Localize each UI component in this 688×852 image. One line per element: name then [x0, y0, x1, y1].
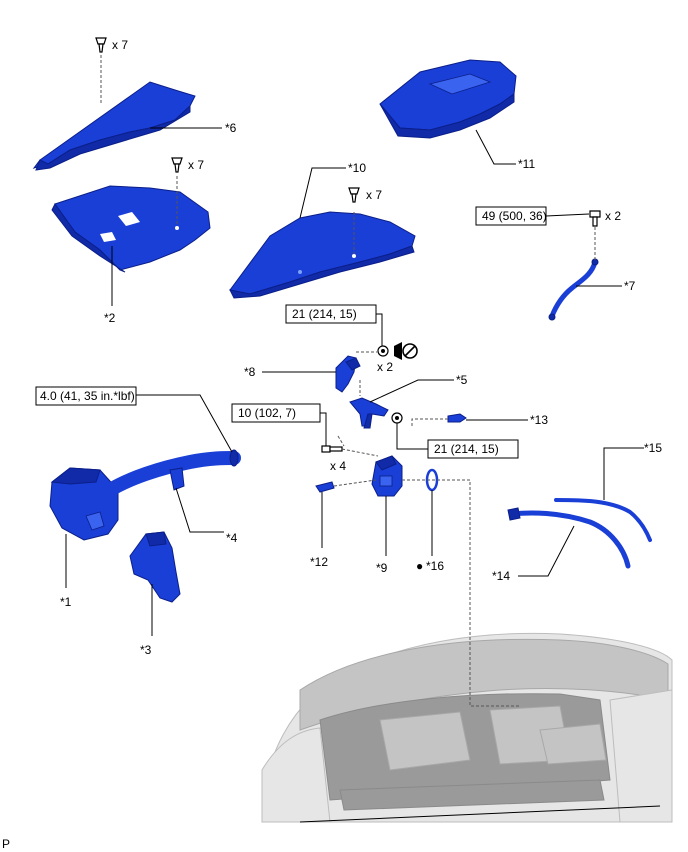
part-8-bracket: [335, 355, 361, 393]
part-3-label: *3: [140, 643, 152, 657]
part-2-under-cover: [51, 185, 211, 273]
nut-torque-leader: [396, 423, 428, 450]
nut-torque-box: [427, 439, 519, 459]
part-13-clip: [447, 413, 467, 423]
part-13-fastener-path: [411, 418, 448, 428]
nut-icon: [377, 345, 389, 357]
part-8-quantity: x 2: [377, 360, 393, 374]
bolt-quantity: x 4: [330, 459, 346, 473]
part-10-cover: [229, 211, 416, 299]
bolt-fastener-path: [341, 448, 379, 457]
part-12-label: *12: [310, 555, 328, 569]
part-14-leader: [518, 525, 575, 577]
bolt-torque: 10 (102, 7): [238, 406, 296, 420]
clip-icon: [171, 157, 183, 173]
vehicle-engine-compartment: [261, 632, 673, 823]
intake-torque-leader: [136, 394, 233, 453]
part-16-label: *16: [426, 559, 444, 573]
part-15-hose: [554, 498, 652, 542]
part-7-torque: 49 (500, 36): [482, 209, 547, 223]
assembly-path-to-vehicle: [402, 479, 520, 707]
part-9-label: *9: [376, 561, 388, 575]
part-14-label: *14: [492, 569, 510, 583]
clip-icon: [95, 37, 107, 53]
part-10-quantity: x 7: [366, 188, 382, 202]
part-11-engine-cover: [379, 59, 517, 139]
part-12-clip: [315, 481, 335, 493]
anti-rotation-symbol-icon: [394, 342, 418, 360]
part-6-quantity: x 7: [112, 38, 128, 52]
part-2-quantity: x 7: [188, 158, 204, 172]
part-15-leader: [603, 447, 644, 500]
assembly-path-bolt: [337, 435, 345, 447]
part-8-torque-leader: [376, 313, 383, 346]
nut-torque: 21 (214, 15): [434, 442, 499, 456]
part-5-leader: [369, 379, 454, 403]
part-7-quantity: x 2: [605, 209, 621, 223]
part-2-label: *2: [104, 311, 116, 325]
bolt-torque-leader: [320, 412, 327, 446]
clip-icon: [348, 187, 360, 203]
non-reusable-mark: ●: [416, 559, 423, 573]
part-10-label: *10: [348, 161, 366, 175]
part-9-bracket: [371, 455, 403, 497]
part-10-leader: [299, 167, 346, 219]
bolt-icon: [589, 210, 601, 227]
part-7-label: *7: [624, 279, 636, 293]
part-11-leader: [475, 129, 516, 165]
part-4-intake-hose: [103, 449, 241, 497]
part-7-pipe: [548, 258, 599, 321]
part-8-label: *8: [244, 365, 256, 379]
part-11-label: *11: [518, 157, 535, 171]
part-6-cover: [32, 81, 196, 171]
part-7-torque-leader: [545, 213, 590, 217]
intake-torque: 4.0 (41, 35 in.*lbf): [40, 389, 135, 403]
part-4-leader: [175, 487, 224, 533]
part-4-label: *4: [226, 531, 238, 545]
part-15-label: *15: [644, 441, 662, 455]
part-12-fastener-path: [333, 479, 377, 487]
part-5-label: *5: [456, 373, 468, 387]
nut-icon: [391, 412, 403, 424]
part-5-bracket: [349, 397, 389, 429]
part-8-torque: 21 (214, 15): [292, 307, 357, 321]
part-13-label: *13: [530, 413, 548, 427]
figure-code: P: [2, 837, 10, 851]
part-1-label: *1: [60, 595, 72, 609]
part-14-hose: [507, 507, 631, 569]
bolt-icon: [321, 445, 343, 453]
part-1-air-cleaner: [49, 467, 119, 541]
intake-torque-box: [35, 386, 137, 406]
part-6-label: *6: [225, 121, 237, 135]
part-3-duct: [129, 531, 181, 603]
